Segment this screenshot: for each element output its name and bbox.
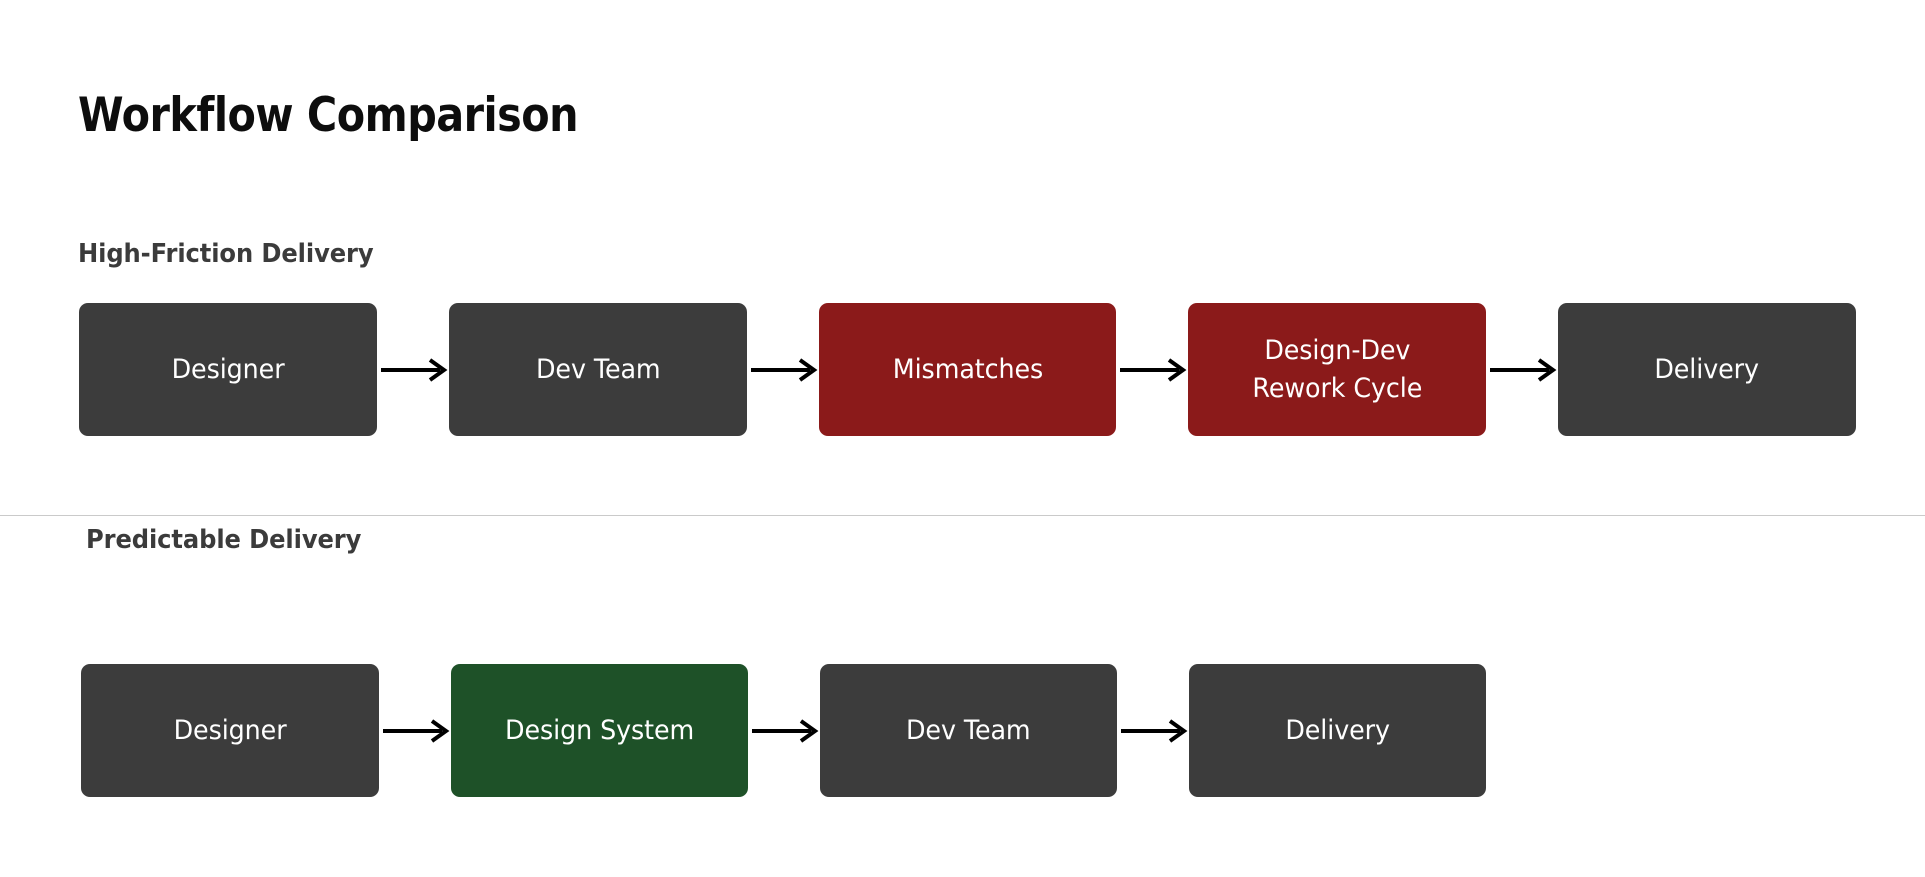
node-label: Delivery [1654, 353, 1760, 385]
node-label: Design System [504, 714, 695, 746]
arrow-right-icon [748, 664, 820, 797]
node-label: Designer [173, 714, 287, 746]
flow-row-high-friction-delivery: Designer Dev Team Mismatches Design-Dev Rew… [79, 303, 1856, 436]
section-label-high-friction-delivery: High-Friction Delivery [78, 239, 374, 269]
node-label: Dev Team [535, 353, 661, 385]
page-title: Workflow Comparison [78, 88, 579, 143]
node-label: Mismatches [892, 353, 1043, 385]
node-dev-team[interactable]: Dev Team [820, 664, 1117, 797]
node-designer[interactable]: Designer [81, 664, 379, 797]
node-label: Dev Team [906, 714, 1031, 746]
node-delivery[interactable]: Delivery [1558, 303, 1856, 436]
node-mismatches[interactable]: Mismatches [819, 303, 1116, 436]
node-design-dev-rework-cycle[interactable]: Design-Dev Rework Cycle [1188, 303, 1486, 436]
arrow-right-icon [1117, 664, 1189, 797]
node-design-system[interactable]: Design System [451, 664, 748, 797]
node-dev-team[interactable]: Dev Team [449, 303, 747, 436]
node-designer[interactable]: Designer [79, 303, 377, 436]
node-label: Design-Dev Rework Cycle [1252, 335, 1422, 404]
node-delivery[interactable]: Delivery [1189, 664, 1486, 797]
node-label: Designer [171, 353, 285, 385]
node-label: Delivery [1285, 714, 1390, 746]
arrow-right-icon [379, 664, 451, 797]
flow-row-predictable-delivery: Designer Design System Dev Team Delivery [81, 664, 1486, 797]
arrow-right-icon [1116, 303, 1188, 436]
section-label-predictable-delivery: Predictable Delivery [86, 525, 362, 555]
arrow-right-icon [377, 303, 449, 436]
section-divider [0, 515, 1925, 516]
arrow-right-icon [747, 303, 819, 436]
arrow-right-icon [1486, 303, 1558, 436]
